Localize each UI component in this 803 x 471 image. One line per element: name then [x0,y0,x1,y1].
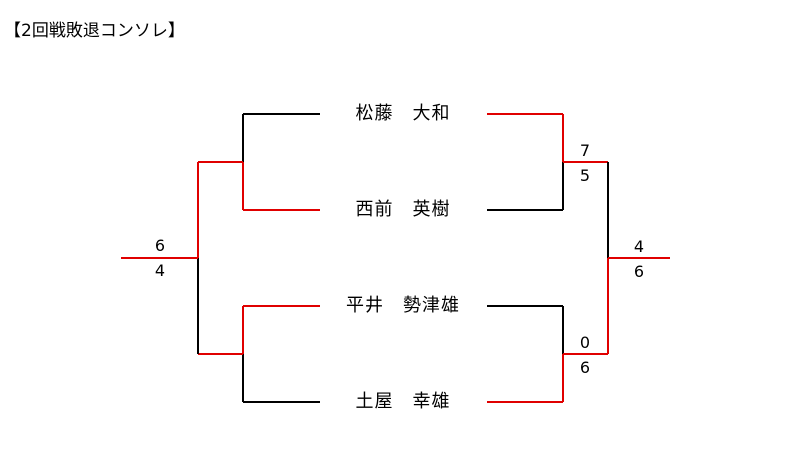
score-right-final-bottom: 6 [633,262,645,281]
score-right-lower-bottom: 6 [579,358,591,377]
player-name-1: 松藤 大和 [355,103,451,124]
score-left-bottom: 4 [154,261,166,280]
page-title: 【2回戦敗退コンソレ】 [4,21,185,41]
score-right-upper-bottom: 5 [579,166,591,185]
score-right-upper-top: 7 [579,141,591,160]
score-right-final-top: 4 [633,237,645,256]
player-name-3: 平井 勢津雄 [346,295,460,316]
score-right-lower-top: 0 [579,333,591,352]
player-name-4: 土屋 幸雄 [355,391,451,412]
player-name-2: 西前 英樹 [355,199,451,220]
score-left-top: 6 [154,236,166,255]
